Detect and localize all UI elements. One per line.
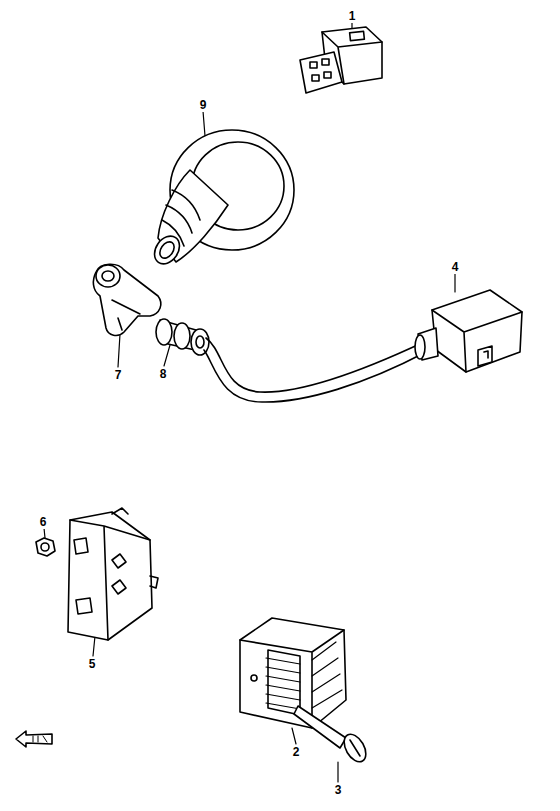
ignition-wire xyxy=(204,350,426,402)
leader-lines xyxy=(44,22,455,782)
boot-part xyxy=(149,130,294,269)
callout-wrap: 2 xyxy=(292,742,301,760)
callout-wrap: 7 xyxy=(114,365,123,383)
callout-wrap: 8 xyxy=(159,364,168,382)
callout-wrap: 4 xyxy=(451,257,460,275)
callout-number: 6 xyxy=(39,516,48,529)
cooling-fin xyxy=(266,703,300,709)
callout-wrap: 5 xyxy=(88,654,97,672)
callout-wrap: 3 xyxy=(334,780,343,798)
regulator-part xyxy=(240,618,346,728)
cooling-fin xyxy=(266,676,300,682)
ignition-coil-part xyxy=(415,290,522,372)
callout-number: 2 xyxy=(292,746,301,759)
cooling-fin xyxy=(266,667,300,673)
direction-arrow xyxy=(16,731,52,747)
screw-part xyxy=(294,706,370,765)
callout-number: 9 xyxy=(199,99,208,112)
callout-wrap: 6 xyxy=(39,512,48,530)
cooling-fin xyxy=(266,694,300,700)
bracket-unit-part xyxy=(68,508,158,640)
callout-number: 5 xyxy=(88,658,97,671)
grommet-part xyxy=(156,319,209,355)
callout-number: 3 xyxy=(334,784,343,797)
ignition-wire xyxy=(206,338,424,392)
callout-number: 8 xyxy=(159,368,168,381)
nut-part xyxy=(36,538,55,556)
plug-cap-part xyxy=(93,264,160,335)
callout-number: 1 xyxy=(348,10,357,23)
callout-number: 7 xyxy=(114,369,123,382)
callout-number: 4 xyxy=(451,261,460,274)
callout-wrap: 1 xyxy=(348,6,357,24)
relay-part xyxy=(300,27,382,93)
callout-wrap: 9 xyxy=(199,95,208,113)
cooling-fin xyxy=(266,658,300,664)
cooling-fin xyxy=(266,685,300,691)
